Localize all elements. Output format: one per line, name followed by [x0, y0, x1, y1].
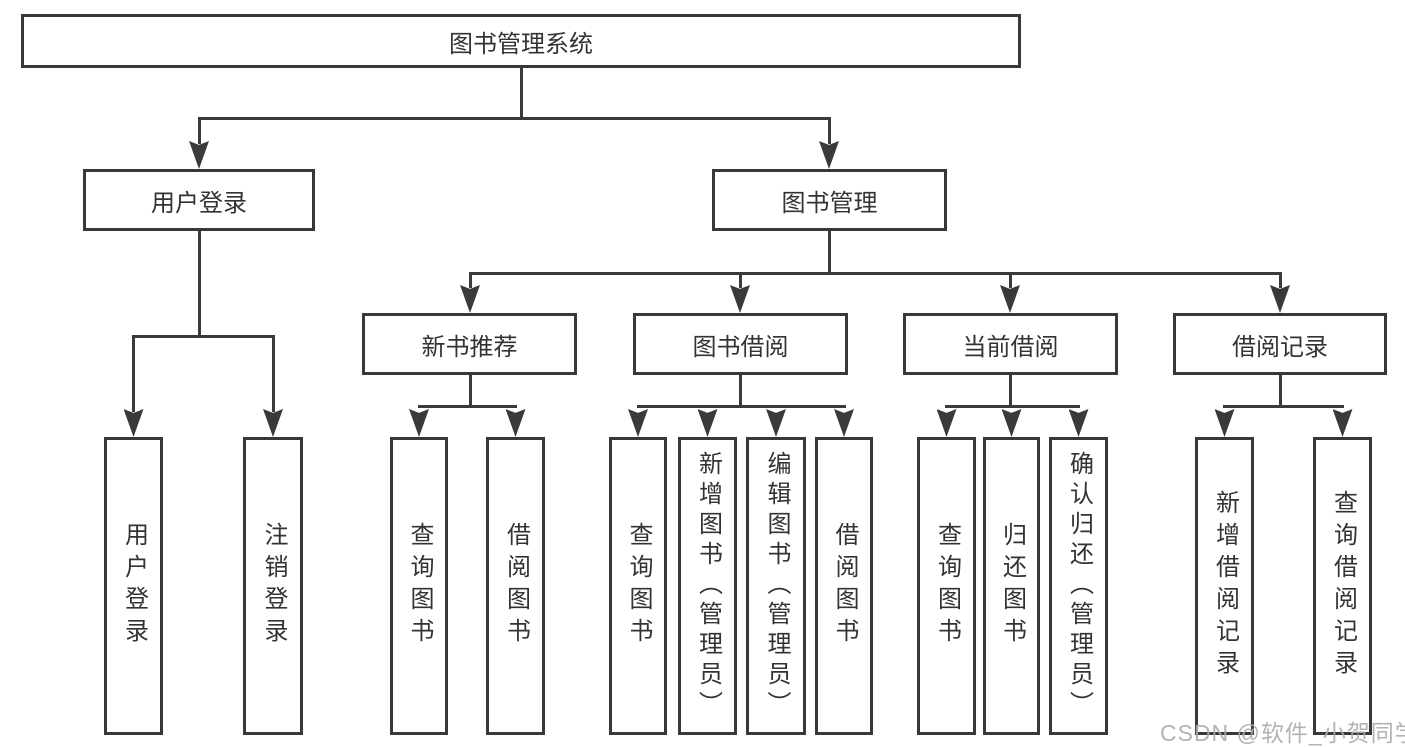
- leaf-confirm-return-admin: 确认归还（管理员）: [1049, 437, 1108, 735]
- arrow-down-icon: [263, 409, 283, 437]
- leaf-borrow-books-recommend: 借阅图书: [486, 437, 545, 735]
- arrow-down-icon: [1068, 409, 1089, 437]
- arrow-down-icon: [189, 141, 209, 169]
- leaf-add-borrow-record: 新增借阅记录: [1195, 437, 1254, 735]
- csdn-watermark: CSDN @软件_小贺同学: [1160, 720, 1405, 746]
- leaf-return-books: 归还图书: [983, 437, 1040, 735]
- connector-root-stub: [519, 68, 523, 117]
- arrow-down-icon: [123, 409, 144, 437]
- leaf-query-borrow-record: 查询借阅记录: [1313, 437, 1372, 735]
- leaf-edit-books-admin: 编辑图书（管理员）: [746, 437, 806, 735]
- leaf-query-books-recommend: 查询图书: [390, 437, 448, 735]
- leaf-logout: 注销登录: [243, 437, 303, 735]
- arrow-down-icon: [505, 409, 526, 437]
- leaf-query-books-current: 查询图书: [917, 437, 976, 735]
- leaf-add-books-admin: 新增图书（管理员）: [678, 437, 737, 735]
- connector-drop: [1278, 272, 1282, 288]
- arrow-down-icon: [1000, 285, 1020, 313]
- node-borrowing-records: 借阅记录: [1173, 313, 1387, 375]
- arrow-down-icon: [1214, 409, 1235, 437]
- arrow-down-icon: [697, 409, 718, 437]
- connector-drop: [271, 335, 275, 412]
- node-user-login-module: 用户登录: [83, 169, 315, 231]
- connector-borrow-stub: [738, 375, 742, 405]
- node-book-borrowing: 图书借阅: [633, 313, 848, 375]
- node-root-system: 图书管理系统: [21, 14, 1021, 68]
- arrow-down-icon: [1332, 409, 1353, 437]
- leaf-query-books-borrow: 查询图书: [609, 437, 667, 735]
- connector-drop: [827, 117, 831, 144]
- arrow-down-icon: [730, 285, 750, 313]
- arrow-down-icon: [409, 409, 429, 437]
- node-new-book-recommendation: 新书推荐: [362, 313, 577, 375]
- connector-borrow-bus: [636, 405, 846, 408]
- leaf-borrow-books: 借阅图书: [815, 437, 873, 735]
- arrow-down-icon: [936, 409, 957, 437]
- arrow-down-icon: [819, 141, 839, 169]
- connector-recommend-stub: [468, 375, 472, 405]
- connector-drop: [1008, 272, 1012, 288]
- connector-drop: [132, 335, 135, 412]
- arrow-down-icon: [628, 409, 648, 437]
- node-current-borrowing: 当前借阅: [903, 313, 1118, 375]
- connector-bookmgmt-bus: [468, 272, 1282, 275]
- connector-current-stub: [1008, 375, 1012, 405]
- arrow-down-icon: [460, 285, 480, 313]
- connector-records-bus: [1223, 405, 1344, 408]
- connector-drop: [468, 272, 472, 288]
- connector-userlogin-stub: [197, 231, 201, 335]
- connector-drop: [197, 117, 201, 144]
- node-book-management-module: 图书管理: [712, 169, 947, 231]
- arrow-down-icon: [1001, 409, 1022, 437]
- connector-bookmgmt-stub: [828, 231, 831, 272]
- leaf-user-login: 用户登录: [104, 437, 163, 735]
- connector-drop: [738, 272, 742, 288]
- arrow-down-icon: [1270, 285, 1290, 313]
- connector-root-bus: [197, 117, 831, 120]
- connector-recommend-bus: [417, 405, 517, 408]
- arrow-down-icon: [766, 409, 786, 437]
- connector-current-bus: [945, 405, 1080, 408]
- arrow-down-icon: [834, 409, 854, 437]
- connector-records-stub: [1278, 375, 1282, 405]
- connector-userlogin-bus: [132, 335, 275, 338]
